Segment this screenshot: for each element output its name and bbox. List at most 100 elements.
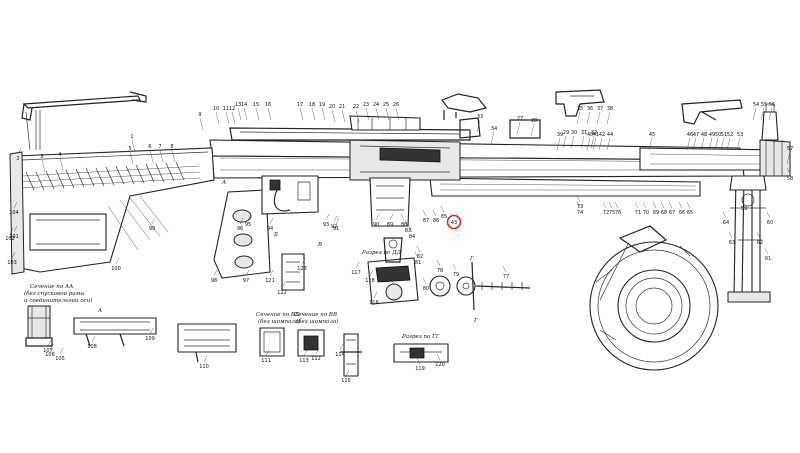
cut-gg-detail (393, 343, 449, 363)
caption-section-aa-line1: Сечение по АА (30, 284, 73, 290)
leader-line-56 (768, 107, 773, 121)
callout-67: 67 (669, 210, 675, 216)
leader-line-79 (452, 263, 457, 271)
leader-line-7 (159, 149, 164, 163)
callout-71: 71 (635, 210, 641, 216)
callout-21: 21 (339, 104, 345, 110)
callout-62: 62 (757, 240, 763, 246)
leader-line-116 (373, 291, 378, 299)
callout-29: 29 (563, 130, 569, 136)
callout-66: 66 (679, 210, 685, 216)
callout-78: 78 (437, 268, 443, 274)
leader-line-33 (476, 119, 481, 133)
leader-line-72 (602, 201, 607, 209)
callout-37: 37 (597, 106, 603, 112)
leader-line-91 (335, 217, 340, 225)
leader-line-34 (490, 131, 495, 145)
leader-line-44 (606, 137, 611, 151)
callout-85: 85 (441, 214, 447, 220)
leader-line-123 (301, 257, 306, 265)
callout-83: 83 (405, 228, 411, 234)
callout-95: 95 (245, 222, 251, 228)
leader-line-30 (570, 135, 575, 149)
leader-line-103 (11, 251, 16, 259)
section-letter-g-top: Г (469, 256, 474, 262)
callout-32: 32 (591, 130, 597, 136)
callout-46: 46 (687, 132, 693, 138)
callout-105: 105 (55, 356, 65, 362)
leader-line-92 (333, 215, 338, 223)
ratchet-disc-detail (429, 261, 531, 311)
callout-81: 81 (415, 260, 421, 266)
leader-line-109 (149, 327, 154, 335)
callout-75: 75 (609, 210, 615, 216)
leader-line-74 (576, 201, 581, 209)
callout-102: 102 (5, 236, 15, 242)
leader-line-19 (321, 107, 326, 121)
leader-line-1 (131, 139, 136, 153)
callout-68: 68 (661, 210, 667, 216)
callout-15: 15 (253, 102, 259, 108)
caption-section-vv-line1: Сечение по ВВ (294, 312, 337, 318)
callout-13: 13 (235, 102, 241, 108)
leader-line-65 (686, 201, 691, 209)
callout-56: 56 (769, 102, 775, 108)
leader-line-105 (59, 347, 64, 355)
callout-80: 80 (423, 286, 429, 292)
leader-line-52 (726, 137, 731, 151)
leader-line-3 (41, 159, 46, 173)
callout-74: 74 (577, 210, 583, 216)
callout-40: 40 (587, 132, 593, 138)
leader-line-120 (436, 353, 441, 361)
callout-106: 106 (45, 352, 55, 358)
leader-line-93 (325, 213, 330, 221)
receiver-assembly (209, 103, 791, 227)
callout-77: 77 (503, 274, 509, 280)
leader-line-10 (215, 111, 220, 125)
rear-sight-leaf (281, 253, 305, 291)
leader-line-39 (556, 137, 561, 151)
callout-39: 39 (557, 132, 563, 138)
callout-41: 41 (593, 132, 599, 138)
leader-line-86 (432, 209, 437, 217)
callout-104: 104 (9, 210, 19, 216)
callout-98: 98 (211, 278, 217, 284)
caption-section-vv-line2: (без шомпола) (296, 318, 338, 325)
leader-line-69 (652, 201, 657, 209)
leader-line-32 (590, 135, 595, 149)
section-bb-detail (259, 327, 285, 357)
leader-line-50 (714, 137, 719, 151)
leader-line-95 (247, 213, 252, 221)
leader-line-58 (786, 167, 791, 175)
leader-line-61 (764, 247, 769, 255)
callout-10: 10 (213, 106, 219, 112)
callout-33: 33 (477, 114, 483, 120)
leader-line-21 (341, 109, 346, 123)
leader-line-118 (369, 269, 374, 277)
leader-line-80 (422, 277, 427, 285)
callout-58: 58 (787, 176, 793, 182)
buttstock (9, 147, 215, 275)
callout-19: 19 (319, 102, 325, 108)
section-letter-b: Б (273, 232, 278, 238)
leader-line-41 (592, 137, 597, 151)
callout-52: 52 (727, 132, 733, 138)
section-letter-v: В (317, 242, 322, 248)
leader-line-57 (786, 151, 791, 165)
callout-120: 120 (435, 362, 445, 368)
section-letter-a-left: А (221, 180, 226, 186)
leader-line-68 (660, 201, 665, 209)
callout-12: 12 (229, 106, 235, 112)
leader-line-60 (766, 211, 771, 219)
callout-26: 26 (393, 102, 399, 108)
callout-91: 91 (333, 226, 339, 232)
leader-line-87 (422, 209, 427, 217)
leader-line-77 (502, 265, 507, 273)
callout-65: 65 (687, 210, 693, 216)
callout-7: 7 (158, 144, 161, 150)
callout-35: 35 (577, 106, 583, 112)
leader-line-96 (239, 217, 244, 225)
callout-20: 20 (329, 104, 335, 110)
leader-line-110 (203, 355, 208, 363)
callout-70: 70 (643, 210, 649, 216)
